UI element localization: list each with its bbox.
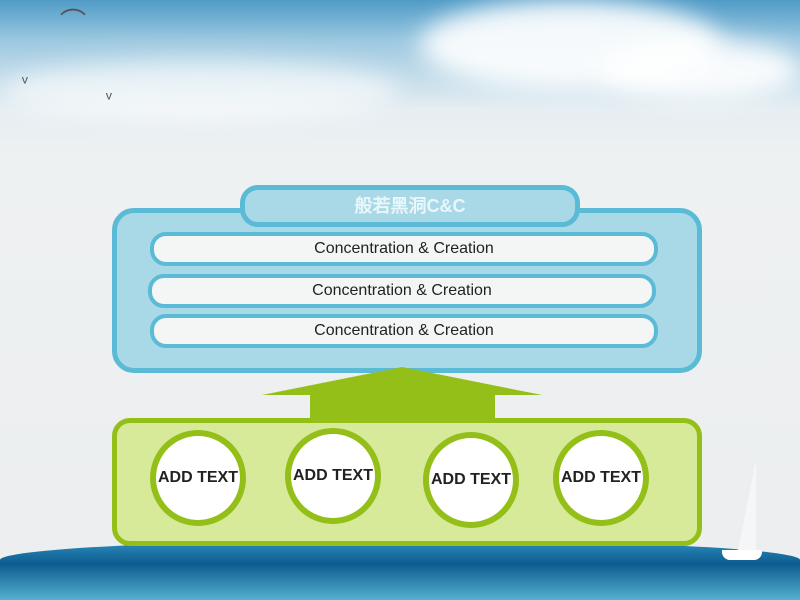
seagull-icon: ᵛ xyxy=(22,72,28,92)
panel-title: 般若黑洞C&C xyxy=(240,185,580,227)
circle-item: ADD TEXT xyxy=(150,430,246,526)
circle-item: ADD TEXT xyxy=(423,432,519,528)
list-item: Concentration & Creation xyxy=(148,274,656,308)
arrow-shaft xyxy=(310,394,495,422)
circle-item: ADD TEXT xyxy=(285,428,381,524)
seagull-icon: ⌒ xyxy=(60,7,87,37)
list-item: Concentration & Creation xyxy=(150,314,658,348)
list-item: Concentration & Creation xyxy=(150,232,658,266)
up-arrow-icon xyxy=(262,367,542,395)
ocean xyxy=(0,540,800,600)
cloud xyxy=(0,60,400,120)
seagull-icon: ᵛ xyxy=(106,88,112,108)
circle-item: ADD TEXT xyxy=(553,430,649,526)
cloud xyxy=(600,40,800,100)
sailboat-icon xyxy=(722,420,762,560)
